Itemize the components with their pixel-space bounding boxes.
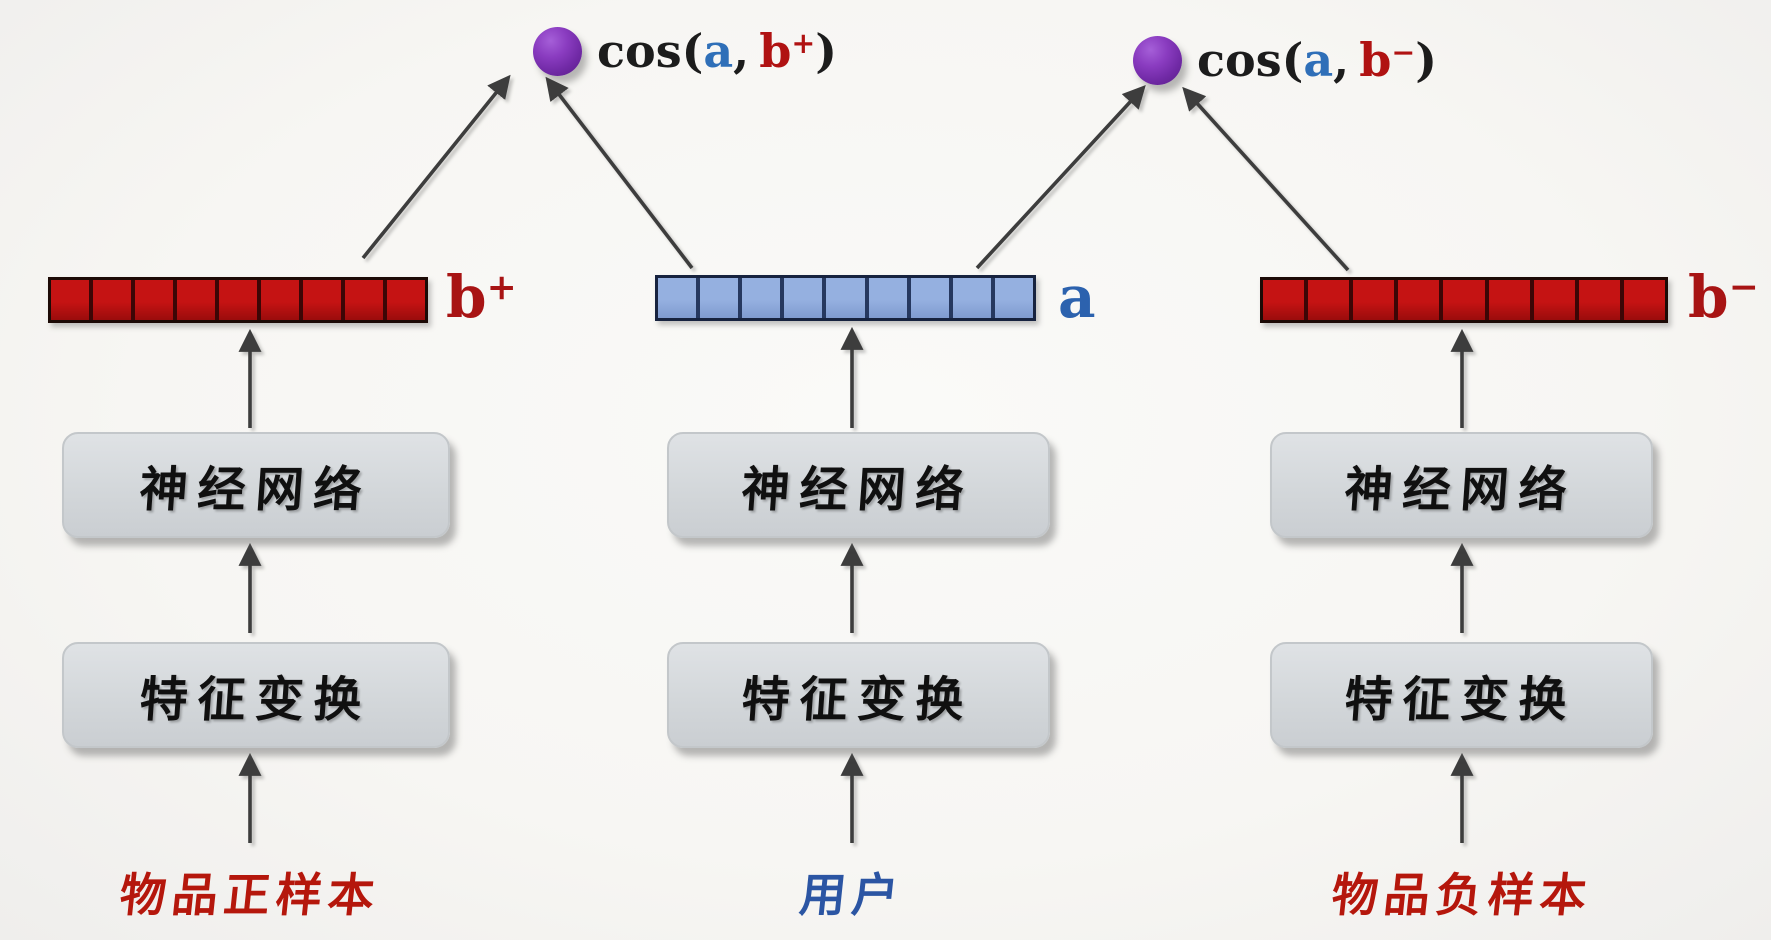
vector-cell bbox=[868, 278, 911, 318]
vector-cell bbox=[1263, 280, 1309, 320]
cos-arg-b: b+ bbox=[759, 24, 816, 78]
cosine-node-negative: cos(a,b−) bbox=[1133, 32, 1437, 88]
vector-cell bbox=[93, 280, 135, 320]
input-label-item-negative: 物品负样本 bbox=[1329, 869, 1595, 921]
arrow-a-to-cos-negative bbox=[975, 84, 1146, 270]
vector-cell bbox=[784, 278, 827, 318]
vector-cell bbox=[700, 278, 743, 318]
input-label-user: 用户 bbox=[797, 869, 907, 921]
vector-cell bbox=[826, 278, 869, 318]
vector-cell bbox=[135, 280, 177, 320]
feature-box-label: 特征变换 bbox=[137, 674, 374, 727]
arrow-a-to-cos-positive bbox=[545, 76, 694, 270]
nn-box-col3: 神经网络 bbox=[1270, 432, 1653, 538]
embedding-vector-a bbox=[655, 275, 1036, 321]
nn-box-label: 神经网络 bbox=[137, 464, 374, 517]
feature-box-col2: 特征变换 bbox=[667, 642, 1050, 748]
feature-box-col3: 特征变换 bbox=[1270, 642, 1653, 748]
cos-close: ) bbox=[1415, 33, 1438, 87]
nn-box-label: 神经网络 bbox=[740, 464, 976, 517]
arrow-bpos-to-cos-positive bbox=[361, 74, 511, 260]
similarity-dot-icon bbox=[533, 26, 582, 76]
vector-cell bbox=[1578, 280, 1624, 320]
vector-cell bbox=[910, 278, 953, 318]
input-label-item-positive: 物品正样本 bbox=[117, 869, 383, 921]
vector-cell bbox=[658, 278, 701, 318]
vector-label-a: a bbox=[1058, 263, 1096, 331]
cos-close: ) bbox=[815, 24, 838, 78]
cos-fn: cos( bbox=[597, 24, 704, 78]
vector-cell bbox=[994, 278, 1033, 318]
vector-cell bbox=[1443, 280, 1489, 320]
cos-comma: , bbox=[1333, 33, 1350, 87]
cosine-node-positive: cos(a,b+) bbox=[533, 23, 837, 79]
feature-box-label: 特征变换 bbox=[1343, 674, 1579, 727]
cos-arg-b: b− bbox=[1359, 33, 1416, 87]
vector-cell bbox=[387, 280, 425, 320]
vector-cell bbox=[742, 278, 785, 318]
vector-cell bbox=[303, 280, 345, 320]
vector-cell bbox=[1488, 280, 1534, 320]
vector-cell bbox=[1398, 280, 1444, 320]
embedding-vector-b-positive bbox=[48, 277, 428, 323]
vector-cell bbox=[1353, 280, 1399, 320]
nn-box-label: 神经网络 bbox=[1343, 464, 1579, 517]
cos-fn: cos( bbox=[1197, 33, 1304, 87]
cos-arg-a: a bbox=[1303, 33, 1334, 87]
cos-positive-label: cos(a,b+) bbox=[597, 28, 837, 74]
vector-cell bbox=[1308, 280, 1354, 320]
vector-cell bbox=[345, 280, 387, 320]
vector-cell bbox=[1623, 280, 1665, 320]
vector-cell bbox=[177, 280, 219, 320]
cos-arg-a: a bbox=[703, 24, 734, 78]
similarity-dot-icon bbox=[1133, 35, 1182, 85]
vector-label-b-negative: b− bbox=[1688, 263, 1759, 331]
vector-cell bbox=[51, 280, 93, 320]
vector-cell bbox=[219, 280, 261, 320]
vector-label-b-positive: b+ bbox=[446, 263, 517, 331]
vector-cell bbox=[261, 280, 303, 320]
nn-box-col2: 神经网络 bbox=[667, 432, 1050, 538]
feature-box-col1: 特征变换 bbox=[62, 642, 450, 748]
arrow-bneg-to-cos-negative bbox=[1182, 86, 1350, 272]
nn-box-col1: 神经网络 bbox=[62, 432, 450, 538]
embedding-vector-b-negative bbox=[1260, 277, 1668, 323]
vector-cell bbox=[952, 278, 995, 318]
feature-box-label: 特征变换 bbox=[740, 674, 976, 727]
vector-cell bbox=[1533, 280, 1579, 320]
cos-comma: , bbox=[733, 24, 750, 78]
cos-negative-label: cos(a,b−) bbox=[1197, 37, 1437, 83]
